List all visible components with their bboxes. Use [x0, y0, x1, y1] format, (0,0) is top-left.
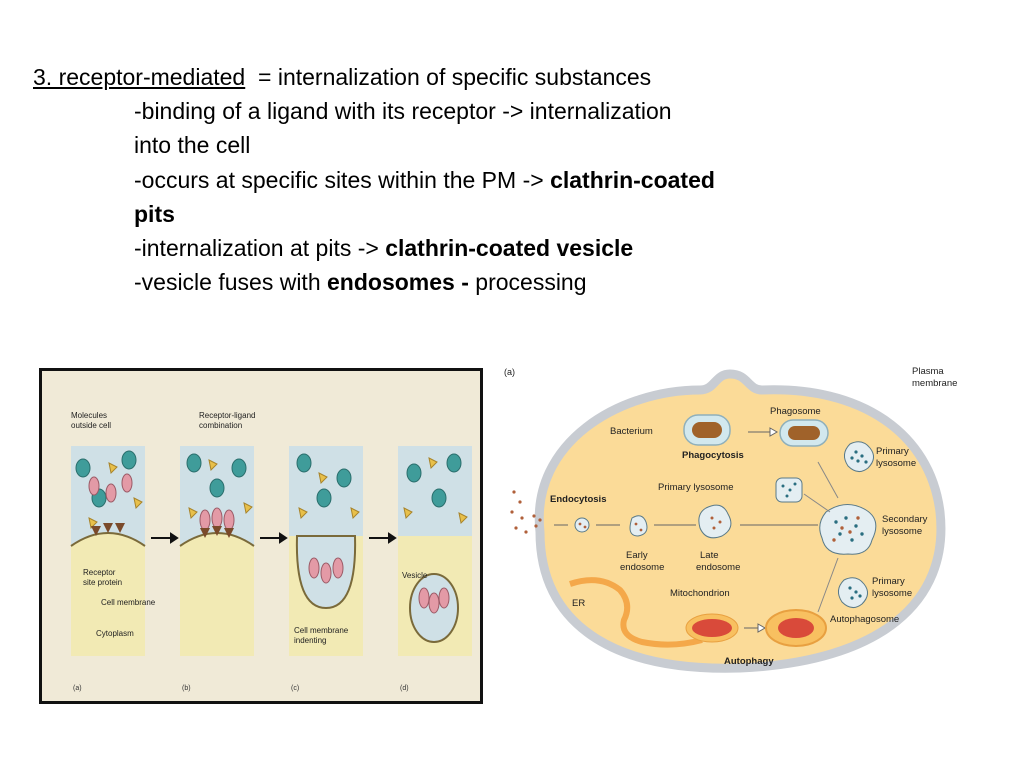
bullet-bold: clathrin-coated — [550, 167, 715, 193]
label-primary-lysosome-top: Primary — [876, 446, 909, 457]
bullet-text: processing — [475, 269, 587, 295]
secondary-lysosome — [819, 504, 877, 555]
svg-text:Molecules outside cell: Molecules outside cell — [71, 411, 111, 430]
primary-lysosome-mid — [775, 477, 803, 503]
label-early-endosome: Early — [626, 550, 648, 561]
svg-text:lysosome: lysosome — [882, 526, 922, 537]
svg-text:endosome: endosome — [696, 562, 740, 573]
label-receptor-site: Receptor — [83, 568, 116, 577]
primary-lysosome-top — [844, 441, 874, 472]
endoplasmic-reticulum — [569, 577, 703, 648]
svg-text:Receptor site protein: Receptor site protein — [83, 568, 122, 587]
svg-text:membrane: membrane — [912, 378, 957, 389]
label-autophagy: Autophagy — [724, 656, 774, 667]
primary-lysosome-bottom — [838, 577, 868, 608]
heading-line: 3. receptor-mediated = internalization o… — [33, 60, 651, 94]
label-plasma-membrane: Plasma — [912, 366, 944, 377]
panel-b — [179, 446, 255, 656]
label-molecules: Molecules — [71, 411, 107, 420]
figure-tag: (a) — [504, 367, 515, 377]
heading-rest: = internalization of specific substances — [258, 64, 652, 90]
label-phagosome: Phagosome — [770, 406, 821, 417]
phagosome — [779, 419, 829, 447]
label-phagocytosis: Phagocytosis — [682, 450, 744, 461]
svg-text:endosome: endosome — [620, 562, 664, 573]
label-vesicle: Vesicle — [402, 571, 428, 580]
bullet-line-1: -binding of a ligand with its receptor -… — [134, 94, 672, 128]
label-autophagosome: Autophagosome — [830, 614, 899, 625]
slide-text: 3. receptor-mediated = internalization o… — [0, 0, 1024, 330]
endocytosis-steps-figure: Molecules outside cell Receptor-ligand c… — [39, 368, 483, 704]
label-mitochondrion: Mitochondrion — [670, 588, 730, 599]
bullet-line-6: -vesicle fuses with endosomes - processi… — [134, 265, 587, 299]
panel-a — [70, 446, 146, 656]
panel-label-b: (b) — [182, 685, 191, 692]
label-endocytosis: Endocytosis — [550, 494, 607, 505]
late-endosome — [698, 504, 732, 539]
mitochondrion — [685, 613, 739, 643]
label-primary-lysosome-mid: Primary lysosome — [658, 482, 734, 493]
extracellular-particles — [510, 490, 542, 534]
svg-text:lysosome: lysosome — [872, 588, 912, 599]
autophagosome — [765, 609, 827, 647]
cell-pathways-figure: (a) — [500, 362, 980, 682]
bullet-text: into the cell — [134, 132, 251, 158]
svg-text:lysosome: lysosome — [876, 458, 916, 469]
label-cell-membrane: Cell membrane — [101, 598, 156, 607]
svg-text:Cell membrane indenting: Cell membrane indenting — [294, 626, 350, 645]
panel-label-c: (c) — [291, 685, 299, 692]
bullet-line-2: into the cell — [134, 128, 250, 162]
heading-key: 3. receptor-mediated — [33, 64, 246, 90]
label-bacterium: Bacterium — [610, 426, 653, 437]
label-indenting: Cell membrane — [294, 626, 349, 635]
bullet-line-5: -internalization at pits -> clathrin-coa… — [134, 231, 633, 265]
bullet-text: -internalization at pits -> — [134, 235, 386, 261]
step-arrows — [151, 532, 397, 544]
bullet-bold: pits — [134, 201, 175, 227]
bullet-line-3: -occurs at specific sites within the PM … — [134, 163, 715, 197]
label-er: ER — [572, 598, 585, 609]
svg-text:Receptor-ligand combinatio: Receptor-ligand combination — [199, 411, 258, 430]
bullet-line-4: pits — [134, 197, 175, 231]
bacterium — [683, 414, 731, 446]
early-endosome — [574, 515, 648, 537]
label-primary-lysosome-bottom: Primary — [872, 576, 905, 587]
label-secondary-lysosome: Secondary — [882, 514, 928, 525]
bullet-text: -occurs at specific sites within the PM … — [134, 167, 551, 193]
bullet-bold: endosomes - — [327, 269, 476, 295]
panel-label-d: (d) — [400, 685, 409, 692]
label-cytoplasm: Cytoplasm — [96, 629, 134, 638]
label-receptor-ligand: Receptor-ligand — [199, 411, 255, 420]
bullet-text: -binding of a ligand with its receptor -… — [134, 98, 672, 124]
bullet-text: -vesicle fuses with — [134, 269, 328, 295]
panel-label-a: (a) — [73, 685, 82, 692]
label-late-endosome: Late — [700, 550, 719, 561]
bullet-bold: clathrin-coated vesicle — [385, 235, 634, 261]
